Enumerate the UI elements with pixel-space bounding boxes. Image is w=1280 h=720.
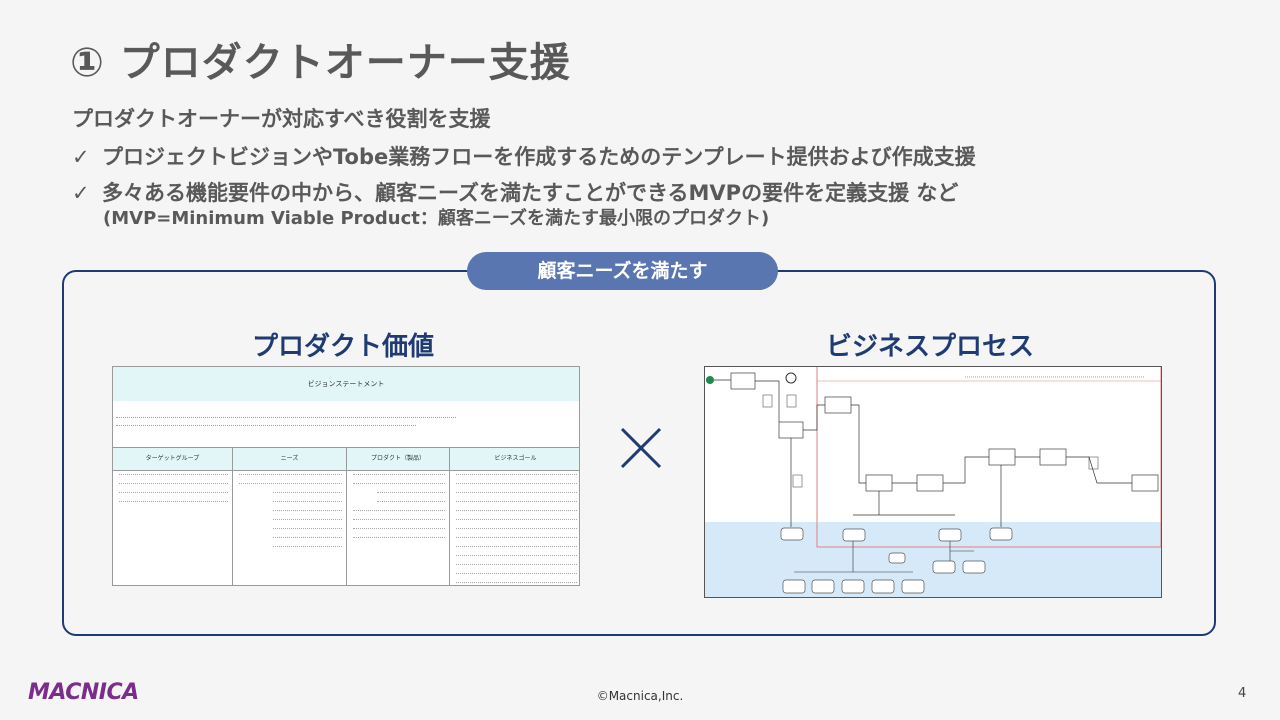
- template-column: ニーズ: [232, 447, 346, 585]
- column-header: ターゲットグループ: [113, 447, 232, 471]
- placeholder-line: [116, 417, 456, 418]
- column-header: プロダクト（製品）: [347, 447, 449, 471]
- bullet-text: 多々ある機能要件の中から、顧客ニーズを満たすことができるMVPの要件を定義支援 …: [102, 181, 959, 205]
- template-columns: ターゲットグループ ニーズ プロダクト（製品） ビジネスゴール: [113, 447, 579, 585]
- macnica-logo: MACNICA: [28, 680, 139, 705]
- check-icon: ✓: [72, 181, 90, 205]
- bullet-item: ✓ プロジェクトビジョンやTobe業務フローを作成するためのテンプレート提供および…: [72, 141, 976, 171]
- template-column: ビジネスゴール: [449, 447, 579, 585]
- mvp-note: (MVP=Minimum Viable Product：顧客ニーズを満たす最小限…: [103, 208, 770, 229]
- process-flow-diagram: [705, 367, 1161, 597]
- page-subtitle: プロダクトオーナーが対応すべき役割を支援: [72, 107, 491, 131]
- times-icon: [620, 427, 662, 469]
- business-process-title: ビジネスプロセス: [826, 332, 1035, 362]
- vision-statement-template: ビジョンステートメント ターゲットグループ ニーズ プロダクト（製品） ビジネス…: [112, 366, 580, 586]
- placeholder-line: [116, 425, 416, 426]
- page-number: 4: [1238, 686, 1247, 701]
- vision-statement-header: ビジョンステートメント: [113, 367, 579, 401]
- bullet-text: プロジェクトビジョンやTobe業務フローを作成するためのテンプレート提供および作…: [102, 145, 976, 169]
- panel-badge: 顧客ニーズを満たす: [467, 252, 778, 290]
- business-process-diagram: [704, 366, 1162, 598]
- product-value-title: プロダクト価値: [252, 332, 435, 362]
- page-title: ① プロダクトオーナー支援: [70, 40, 571, 86]
- column-header: ビジネスゴール: [450, 447, 579, 471]
- template-column: プロダクト（製品）: [346, 447, 449, 585]
- column-header: ニーズ: [233, 447, 346, 471]
- copyright: ©Macnica,Inc.: [596, 689, 684, 703]
- template-column: ターゲットグループ: [113, 447, 232, 585]
- check-icon: ✓: [72, 145, 90, 169]
- bullet-item: ✓ 多々ある機能要件の中から、顧客ニーズを満たすことができるMVPの要件を定義支援…: [72, 177, 958, 207]
